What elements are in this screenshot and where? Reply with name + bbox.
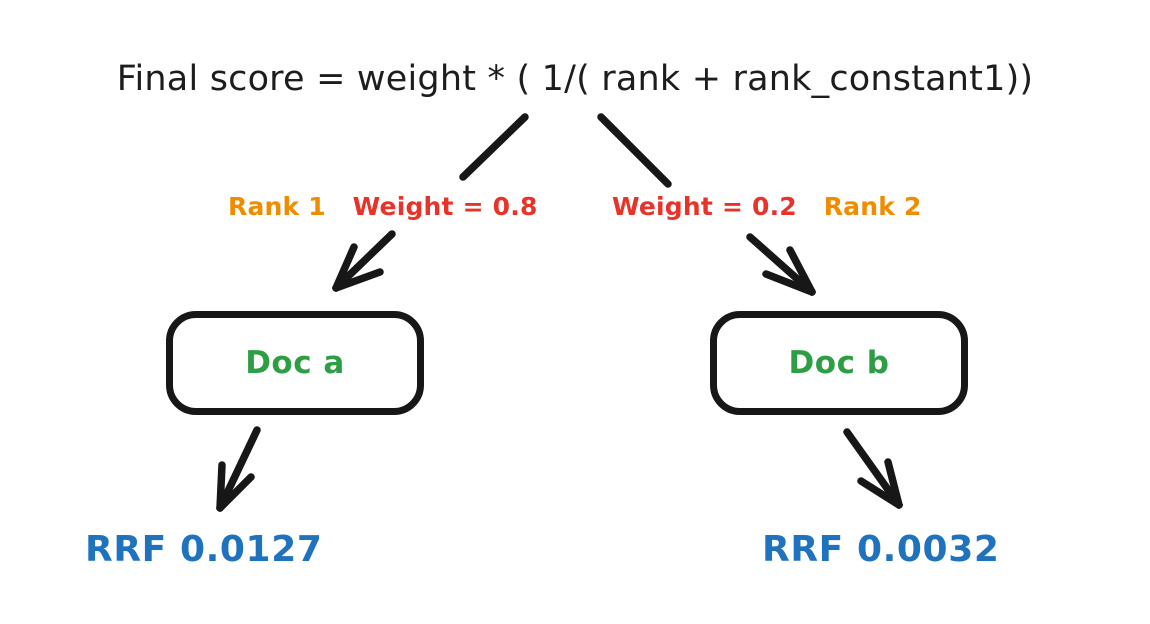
doc-node-b: Doc b [710,311,968,415]
formula-title: Final score = weight * ( 1/( rank + rank… [116,59,1034,99]
annotation-left: Rank 1 Weight = 0.8 [228,192,538,221]
left-label-to-doc-a-head-2 [332,268,384,292]
doc-b-to-rrf-shaft [843,428,903,509]
rank-label-left: Rank 1 [228,192,326,221]
doc-node-a: Doc a [166,311,424,415]
doc-a-to-rrf-shaft [216,426,261,512]
right-label-to-doc-b-head-1 [786,246,816,296]
doc-node-a-label: Doc a [245,345,345,381]
right-label-to-doc-b-head-2 [762,270,816,296]
doc-b-to-rrf-head-2 [857,477,903,509]
doc-node-b-label: Doc b [788,345,890,381]
doc-a-to-rrf-head-2 [216,473,255,512]
rrf-score-left: RRF 0.0127 [85,529,323,570]
rank-label-right: Rank 2 [823,192,922,221]
formula-to-left-label-line [459,113,529,181]
right-label-to-doc-b-shaft [746,233,816,296]
doc-a-to-rrf-head-1 [216,461,226,512]
annotation-right: Weight = 0.2 Rank 2 [612,192,922,221]
rrf-score-right: RRF 0.0032 [762,529,1000,570]
left-label-to-doc-a-head-1 [332,243,358,292]
left-label-to-doc-a-shaft [332,230,396,292]
weight-label-right: Weight = 0.2 [612,192,797,221]
formula-to-right-label-line [597,113,672,188]
weight-label-left: Weight = 0.8 [352,192,538,221]
doc-b-to-rrf-head-1 [884,458,903,509]
